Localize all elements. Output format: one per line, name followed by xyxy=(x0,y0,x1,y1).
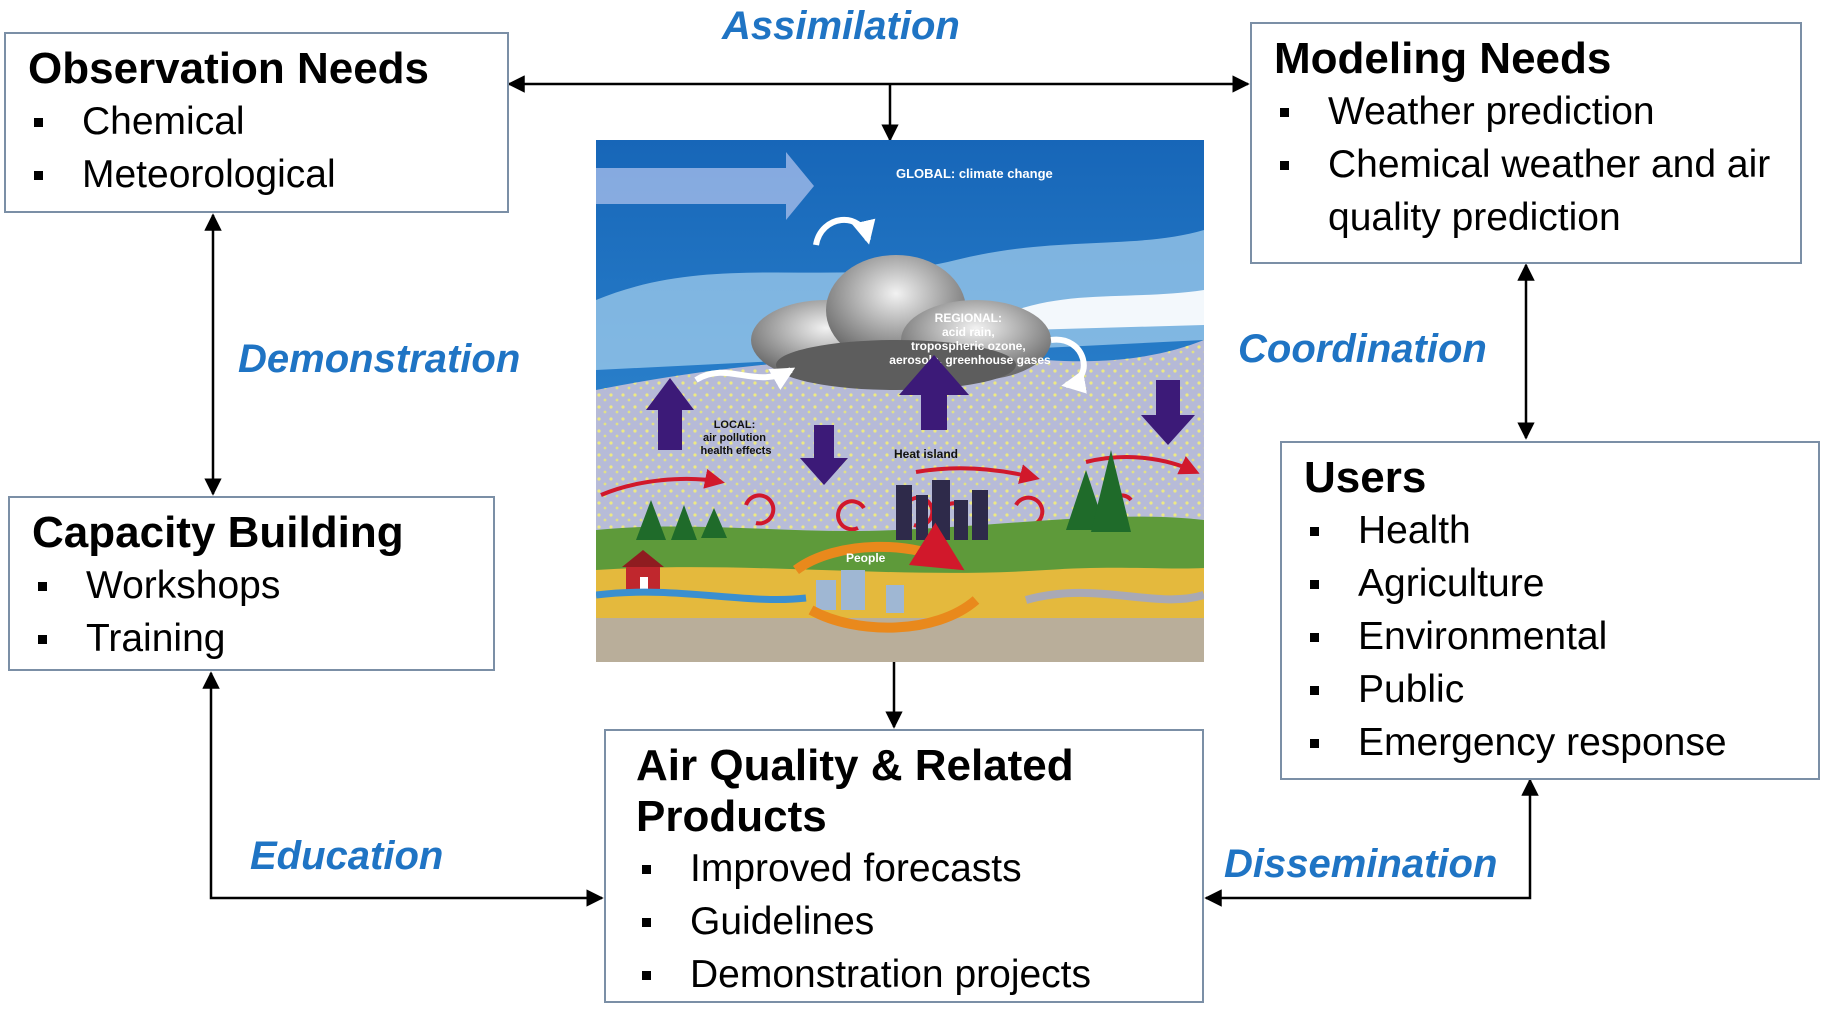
up-arrow-icon xyxy=(899,355,969,430)
education-label: Education xyxy=(250,834,444,878)
river-icon xyxy=(596,588,807,603)
regional-line: tropospheric ozone, xyxy=(911,339,1026,353)
down-arrow-icon xyxy=(800,425,848,485)
global-arrow-icon xyxy=(596,152,814,220)
list-item: Weather prediction xyxy=(1274,85,1778,138)
list-item: Improved forecasts xyxy=(636,842,1180,895)
wind-arrow-icon xyxy=(915,464,1040,484)
list-item: Environmental xyxy=(1304,610,1796,663)
list-item: Meteorological xyxy=(28,148,485,201)
list-item: Training xyxy=(32,612,471,665)
wind-swirl-icon xyxy=(1050,336,1087,394)
coordination-label: Coordination xyxy=(1238,327,1487,371)
heat-island-caption: Heat island xyxy=(894,447,958,461)
capacity-building-box: Capacity Building Workshops Training xyxy=(8,496,495,671)
list-item: Chemical xyxy=(28,95,485,148)
list-item: Guidelines xyxy=(636,895,1180,948)
urban-circulation-icon xyxy=(793,522,965,575)
local-title: LOCAL: xyxy=(714,419,756,431)
regional-line: acid rain, xyxy=(942,325,995,339)
storm-cloud-icon xyxy=(751,255,1051,390)
box-title: Capacity Building xyxy=(32,508,404,557)
down-arrow-icon xyxy=(1141,380,1195,445)
list-item: Demonstration projects xyxy=(636,948,1180,1001)
box-title: Modeling Needs xyxy=(1274,34,1612,83)
box-title: Air Quality & Related Products xyxy=(636,741,1074,841)
local-line: air pollution xyxy=(703,432,766,444)
users-box: Users Health Agriculture Environmental P… xyxy=(1280,441,1820,780)
list-item: Public xyxy=(1304,663,1796,716)
up-arrow-icon xyxy=(646,378,694,450)
list-item: Health xyxy=(1304,504,1796,557)
dissemination-label: Dissemination xyxy=(1224,842,1498,886)
demonstration-label: Demonstration xyxy=(238,337,521,381)
barn-icon xyxy=(622,550,664,591)
wind-arrow-icon xyxy=(600,469,725,497)
list-item: Emergency response xyxy=(1304,716,1796,769)
list-item: Workshops xyxy=(32,559,471,612)
wind-swirl-icon xyxy=(813,216,876,246)
wind-arrow-icon xyxy=(1085,455,1200,475)
local-line: health effects xyxy=(701,445,772,457)
box-title: Users xyxy=(1304,453,1427,502)
people-caption: People xyxy=(846,551,886,565)
wind-swirl-icon xyxy=(694,367,796,390)
box-title: Observation Needs xyxy=(28,44,430,93)
urban-circulation-icon xyxy=(808,596,980,633)
list-item: Agriculture xyxy=(1304,557,1796,610)
list-item: Chemical weather and air quality predict… xyxy=(1274,138,1778,244)
dissemination-arrow xyxy=(1204,778,1539,907)
assimilation-label: Assimilation xyxy=(722,4,960,48)
regional-title: REGIONAL: xyxy=(935,311,1002,325)
observation-needs-box: Observation Needs Chemical Meteorologica… xyxy=(4,32,509,213)
air-quality-products-box: Air Quality & Related Products Improved … xyxy=(604,729,1204,1003)
atmosphere-illustration: GLOBAL: climate change REGIONAL: acid ra… xyxy=(596,140,1204,662)
education-arrow xyxy=(202,671,604,907)
local-caption: LOCAL: air pollution health effects xyxy=(701,419,772,457)
modeling-needs-box: Modeling Needs Weather prediction Chemic… xyxy=(1250,22,1802,264)
regional-line: aerosols, greenhouse gases xyxy=(889,353,1051,367)
global-caption: GLOBAL: climate change xyxy=(896,166,1053,181)
